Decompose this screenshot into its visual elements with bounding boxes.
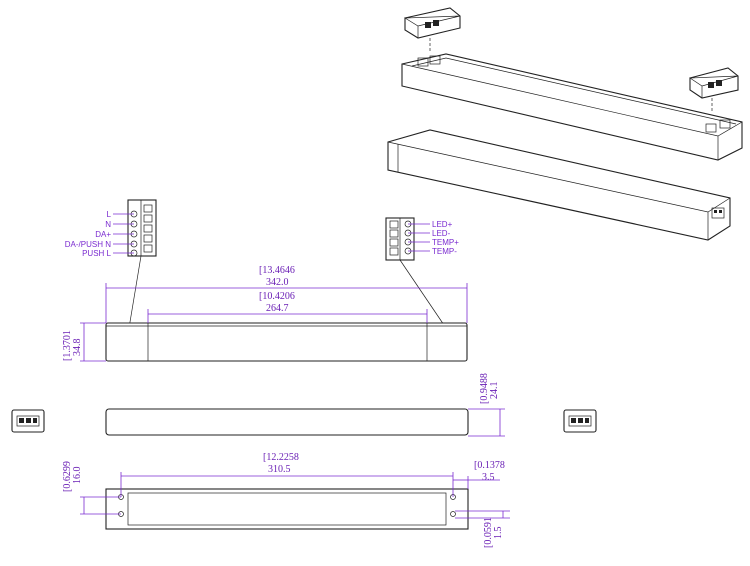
inner-length-mm: 264.7 [266,303,289,314]
left-end-view [11,409,45,433]
inner-length-inch: [10.4206 [259,291,295,302]
input-terminal-label: DA-/PUSH N [65,240,111,249]
input-terminal-label: L [107,210,112,219]
hole-offset-mm: 3.5 [482,472,495,483]
input-terminal-block: L N DA+ DA-/PUSH N PUSH L [65,199,157,329]
output-terminal-label: TEMP- [432,247,457,256]
side-height-inch: [0.9488 [479,373,490,404]
output-terminal-block: LED+ LED- TEMP+ TEMP- [385,217,459,329]
hole-spacing-mm: 310.5 [268,464,291,475]
top-view: [13.4646 342.0 [10.4206 264.7 [1.3701 34… [62,265,468,362]
height-inch: [1.3701 [62,330,73,361]
input-terminal-label: PUSH L [82,249,111,258]
total-length-mm: 342.0 [266,277,289,288]
output-terminal-label: LED- [432,229,451,238]
hole-vertical-mm: 16.0 [72,467,83,485]
right-end-view [563,409,597,433]
hole-diameter-mm: 1.5 [493,527,504,540]
hole-offset-inch: [0.1378 [474,460,505,471]
input-terminal-label: DA+ [95,230,111,239]
output-terminal-label: LED+ [432,220,453,229]
hole-spacing-inch: [12.2258 [263,452,299,463]
total-length-inch: [13.4646 [259,265,295,276]
output-terminal-label: TEMP+ [432,238,459,247]
hole-diameter-inch: [0.0591 [483,517,494,548]
side-view: [0.9488 24.1 [105,373,505,437]
height-mm: 34.8 [72,339,83,357]
isometric-closed-housing [387,129,731,241]
side-height-mm: 24.1 [489,382,500,400]
hole-vertical-inch: [0.6299 [62,461,73,492]
input-terminal-label: N [105,220,111,229]
isometric-open-housing [401,7,743,161]
bottom-view: [12.2258 310.5 [0.6299 16.0 [0.1378 3.5 … [62,452,510,548]
